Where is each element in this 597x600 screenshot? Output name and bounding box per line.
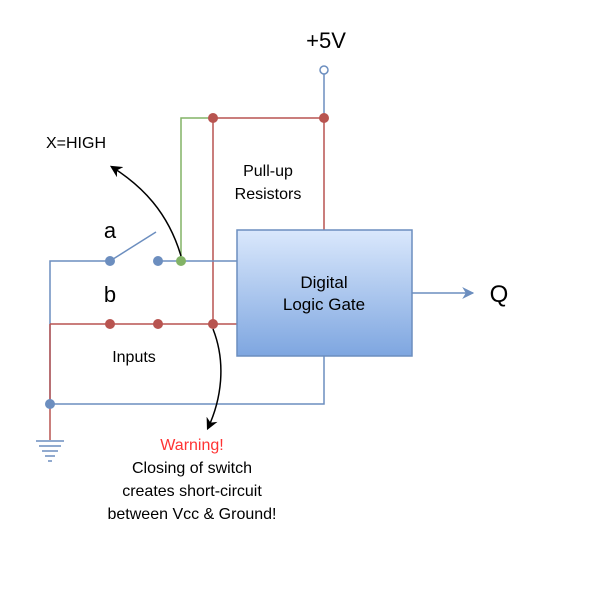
gate-label-line2: Logic Gate	[283, 295, 365, 314]
warning-title: Warning!	[160, 437, 223, 454]
switch-a-label: a	[104, 218, 117, 243]
junction-dot	[208, 319, 218, 329]
output-label: Q	[490, 281, 509, 308]
pullup-resistor-wire-a	[180, 117, 213, 261]
pullup-label-line1: Pull-up	[243, 163, 293, 180]
x-high-label: X=HIGH	[46, 135, 106, 152]
switch-b-label: b	[104, 282, 116, 307]
supply-label: +5V	[306, 28, 346, 53]
warning-arrow	[206, 328, 222, 431]
switch-a-contact	[153, 256, 163, 266]
inputs-label: Inputs	[112, 349, 156, 366]
switch-a-ground-wire	[49, 260, 110, 404]
warning-line3: between Vcc & Ground!	[108, 506, 277, 523]
junction-dot	[319, 113, 329, 123]
switch-b-contact	[153, 319, 163, 329]
switch-a-contact	[105, 256, 115, 266]
ground-rail	[50, 356, 325, 405]
junction-dot	[208, 113, 218, 123]
supply-terminal	[319, 65, 329, 75]
gate-label-line1: Digital	[300, 273, 347, 292]
warning-line1: Closing of switch	[132, 460, 252, 477]
x-high-arrow	[109, 165, 182, 257]
pullup-label-line2: Resistors	[235, 186, 302, 203]
junction-dot	[176, 256, 186, 266]
switch-b-contact	[105, 319, 115, 329]
logic-gate	[236, 229, 413, 357]
warning-line2: creates short-circuit	[122, 483, 262, 500]
ground-icon	[36, 440, 64, 462]
junction-dot	[45, 399, 55, 409]
switch-a-lever	[109, 231, 157, 262]
